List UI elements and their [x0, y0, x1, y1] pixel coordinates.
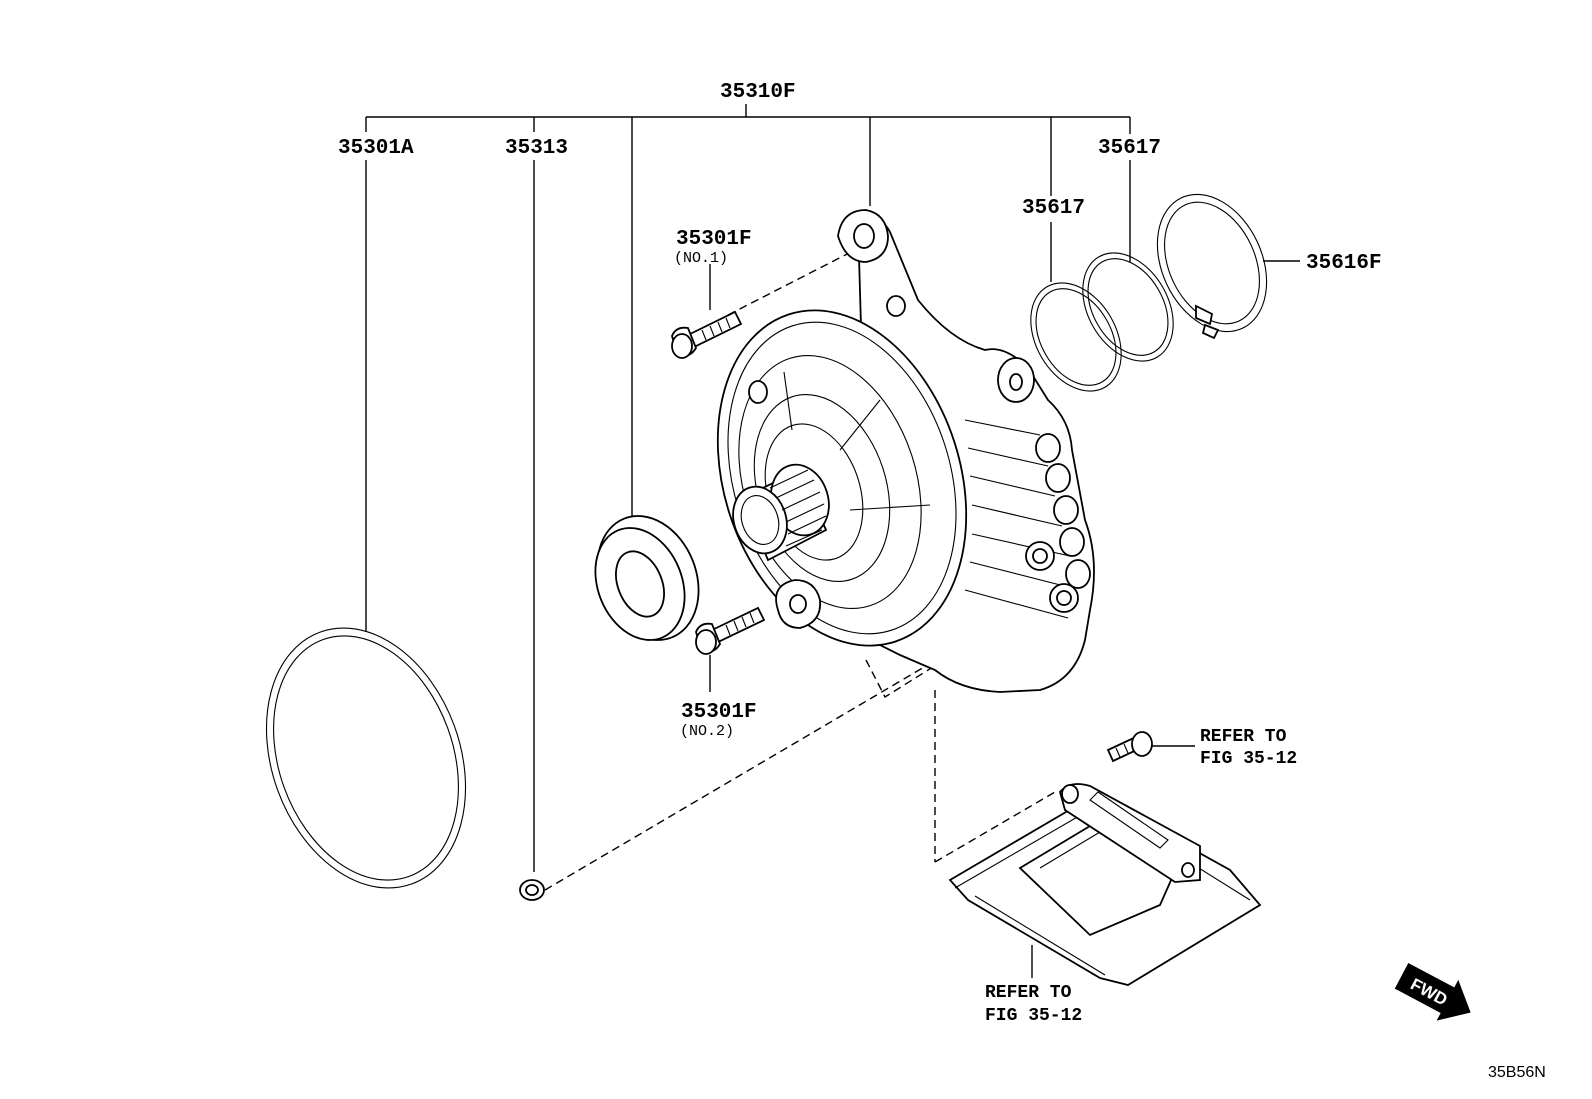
large-o-ring — [265, 627, 467, 889]
oil-strainer — [948, 783, 1262, 986]
oil-seal — [594, 515, 700, 641]
label-refer-top-1: REFER TO — [1200, 727, 1287, 747]
filter-bolt — [1106, 731, 1153, 763]
bolt-no1 — [671, 310, 743, 359]
label-plug: 35313 — [505, 137, 568, 160]
seal-ring-inner — [1030, 282, 1122, 392]
seal-ring-outer — [1082, 252, 1174, 362]
label-bolt-no1-sub: (NO.1) — [674, 250, 728, 267]
label-seal-ring-outer: 35617 — [1098, 137, 1161, 160]
label-assembly: 35310F — [720, 81, 796, 104]
label-thrust-washer: 35616F — [1306, 252, 1382, 275]
label-refer-bottom-2: FIG 35-12 — [985, 1006, 1082, 1026]
label-large-o-ring: 35301A — [338, 137, 414, 160]
label-bolt-no2: 35301F — [681, 701, 757, 724]
label-refer-bottom-1: REFER TO — [985, 983, 1072, 1003]
label-seal-ring-inner: 35617 — [1022, 197, 1085, 220]
label-bolt-no2-sub: (NO.2) — [680, 723, 734, 740]
figure-code: 35B56N — [1488, 1064, 1546, 1081]
fwd-arrow: FWD — [1394, 963, 1471, 1021]
plug — [519, 879, 545, 901]
thrust-washer — [1156, 193, 1268, 340]
label-refer-top-2: FIG 35-12 — [1200, 749, 1297, 769]
leader-lines — [365, 104, 1300, 978]
oil-pump-body — [716, 209, 1095, 693]
bolt-no2 — [695, 606, 766, 655]
label-bolt-no1: 35301F — [676, 228, 752, 251]
